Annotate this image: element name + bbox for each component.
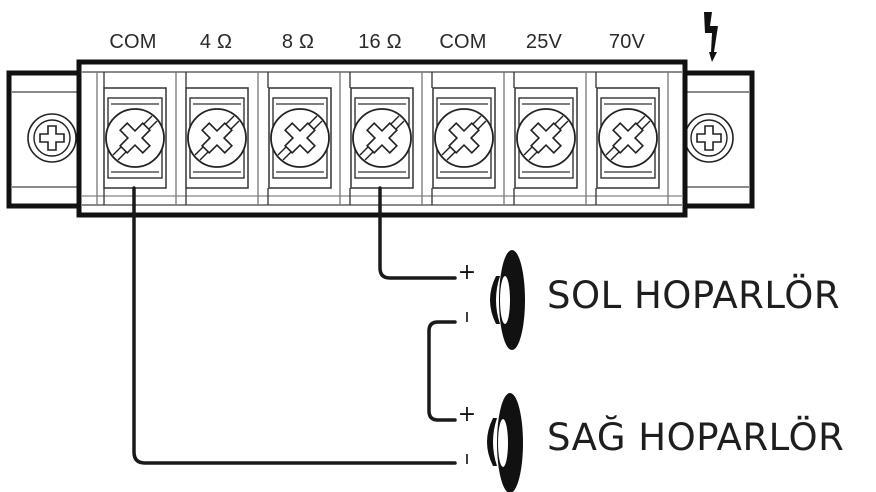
terminal-label-70v: 70V — [608, 31, 646, 53]
lightning-bolt-icon — [704, 12, 718, 62]
terminal-screw-8ohm-icon — [268, 87, 332, 189]
terminal-screw-16ohm-icon — [350, 87, 414, 189]
terminal-screw-com1-icon — [103, 87, 167, 189]
wire-com-to-right-speaker-minus — [132, 186, 457, 465]
terminal-screw-com2-icon — [432, 87, 496, 189]
terminal-block-body — [76, 59, 688, 218]
terminal-screw-4ohm-icon — [185, 87, 249, 189]
terminal-label-4ohm: 4 Ω — [199, 31, 233, 53]
terminal-label-8ohm: 8 Ω — [281, 31, 315, 53]
wire-left-minus-to-right-plus — [427, 320, 457, 422]
wire-16ohm-to-left-speaker-plus — [378, 186, 457, 280]
terminal-label-16ohm: 16 Ω — [358, 31, 402, 53]
terminal-label-25v: 25V — [525, 31, 563, 53]
terminal-screw-70v-icon — [596, 87, 660, 189]
left-speaker-minus: ı — [464, 306, 470, 327]
wires — [132, 186, 457, 465]
left-speaker-plus: + — [457, 260, 477, 285]
terminal-screw-25v-icon — [514, 87, 578, 189]
right-speaker-label: SAĞ HOPARLÖR — [547, 416, 845, 459]
right-end-cap — [679, 70, 755, 209]
left-speaker-icon — [490, 250, 525, 350]
left-speaker-label: SOL HOPARLÖR — [547, 274, 841, 317]
left-mount-screw-icon — [27, 113, 77, 163]
terminal-label-com1: COM — [109, 31, 157, 53]
left-end-cap — [6, 70, 84, 209]
right-mount-screw-icon — [684, 113, 734, 163]
right-speaker-plus: + — [457, 402, 477, 427]
right-speaker-minus: ı — [464, 448, 470, 469]
right-speaker-icon — [487, 393, 523, 492]
terminal-label-com2: COM — [439, 31, 487, 53]
